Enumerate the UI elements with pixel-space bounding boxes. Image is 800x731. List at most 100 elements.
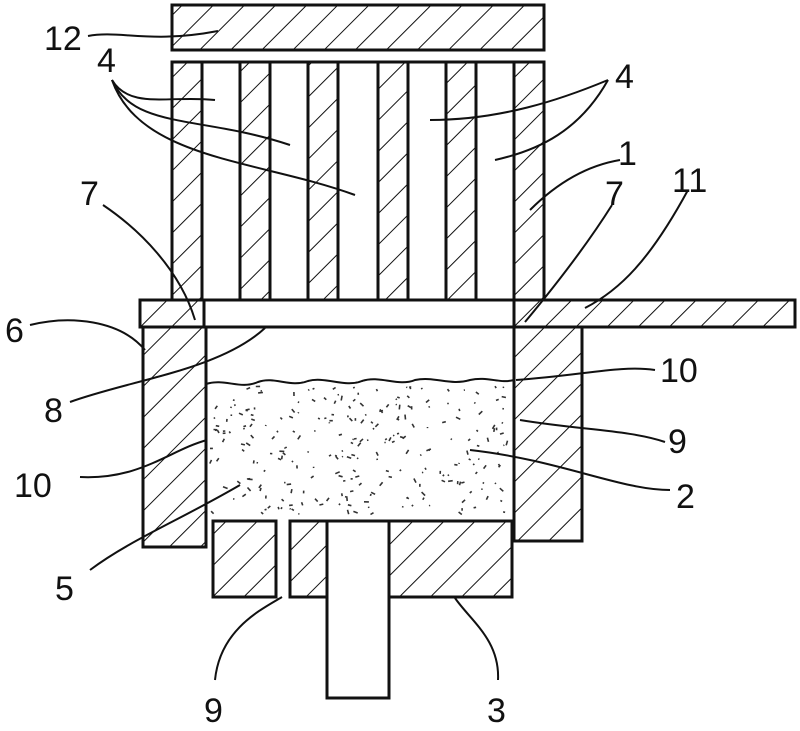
powder-speck: [311, 398, 316, 403]
powder-speck: [499, 487, 504, 492]
powder-speck: [312, 387, 315, 390]
label-5: 5: [55, 570, 74, 608]
powder-speck: [360, 419, 365, 424]
label-8: 8: [44, 392, 63, 430]
powder-speck: [338, 503, 341, 506]
left-wall: [141, 325, 208, 549]
powder-speck: [319, 503, 324, 506]
powder-speck: [328, 454, 332, 457]
powder-speck: [210, 510, 215, 515]
powder-speck: [446, 388, 450, 392]
powder-speck: [447, 479, 453, 483]
powder-speck: [353, 510, 358, 514]
powder-speck: [352, 398, 356, 402]
powder-speck: [413, 478, 417, 483]
leader-lines: [29, 30, 689, 681]
powder-speck: [352, 386, 356, 389]
powder-speck: [428, 504, 431, 507]
powder-speck: [258, 484, 262, 489]
powder-speck: [486, 437, 490, 443]
powder-speck: [341, 455, 344, 458]
powder-speck: [347, 504, 352, 507]
powder-speck: [370, 512, 374, 516]
label-3: 3: [487, 692, 506, 730]
powder-speck: [267, 505, 271, 509]
powder-speck: [259, 487, 262, 492]
powder-speck: [375, 451, 379, 456]
powder-speck: [385, 403, 390, 408]
powder-speck: [340, 395, 343, 401]
powder-speck: [214, 405, 218, 410]
powder-speck: [364, 413, 367, 416]
powder-speck: [497, 464, 502, 468]
powder-speck: [228, 431, 232, 434]
powder-speck: [375, 388, 379, 392]
powder-speck: [346, 456, 352, 460]
powder-speck: [332, 386, 337, 390]
powder-speck: [392, 434, 395, 437]
powder-speck: [502, 386, 505, 389]
column-assembly: [170, 60, 546, 302]
powder-speck: [399, 469, 402, 472]
label-9-bottom: 9: [204, 692, 223, 730]
powder-speck: [338, 433, 343, 436]
powder-speck: [406, 497, 410, 500]
powder-speck: [493, 428, 496, 433]
powder-speck: [249, 423, 253, 428]
powder-speck: [346, 509, 350, 515]
powder-speck: [367, 506, 370, 509]
powder-speck: [501, 421, 504, 424]
top-plate: [170, 3, 546, 52]
powder-speck: [473, 506, 477, 509]
powder-speck: [374, 423, 379, 428]
powder-speck: [503, 444, 505, 447]
powder-speck: [356, 457, 359, 460]
powder-speck: [291, 460, 294, 463]
label-7-left: 7: [80, 175, 99, 213]
horizontal-plate: [138, 298, 797, 329]
powder-speck: [458, 408, 461, 412]
label-9-right: 9: [668, 423, 687, 461]
powder-speck: [240, 443, 246, 446]
powder-speck: [292, 430, 296, 433]
powder-speck: [419, 454, 422, 457]
powder-speck: [428, 405, 431, 408]
powder-speck: [215, 424, 220, 428]
powder-speck: [213, 416, 216, 420]
powder-speck: [376, 458, 379, 461]
powder-speck: [391, 440, 395, 444]
label-12: 12: [44, 20, 82, 58]
powder-speck: [494, 385, 497, 389]
powder-speck: [396, 415, 400, 421]
powder-speck: [317, 417, 321, 420]
powder-speck: [370, 421, 374, 424]
powder-speck: [499, 499, 503, 503]
powder-speck: [461, 499, 466, 504]
powder-speck: [450, 438, 453, 441]
powder-speck: [250, 434, 255, 439]
powder-speck: [447, 474, 450, 477]
powder-speck: [474, 471, 478, 475]
powder-speck: [501, 395, 507, 399]
label-10-right: 10: [660, 352, 698, 390]
powder-speck: [236, 480, 241, 485]
powder-speck: [499, 432, 504, 435]
powder-speck: [277, 457, 282, 461]
powder-speck: [442, 474, 445, 477]
powder-speck: [238, 412, 244, 416]
powder-speck: [425, 399, 430, 404]
powder-speck: [442, 420, 446, 424]
powder-speck: [351, 453, 356, 457]
powder-speck: [252, 460, 255, 464]
powder-speck: [258, 391, 263, 394]
powder-speck: [334, 454, 338, 457]
powder-speck: [396, 396, 400, 399]
powder-speck: [325, 497, 330, 502]
powder-speck: [276, 430, 279, 433]
powder-speck: [281, 498, 285, 502]
label-11: 11: [672, 162, 707, 200]
powder-speck: [395, 403, 398, 406]
powder-speck: [475, 391, 480, 395]
powder-speck: [355, 475, 360, 478]
powder-speck: [280, 506, 283, 510]
